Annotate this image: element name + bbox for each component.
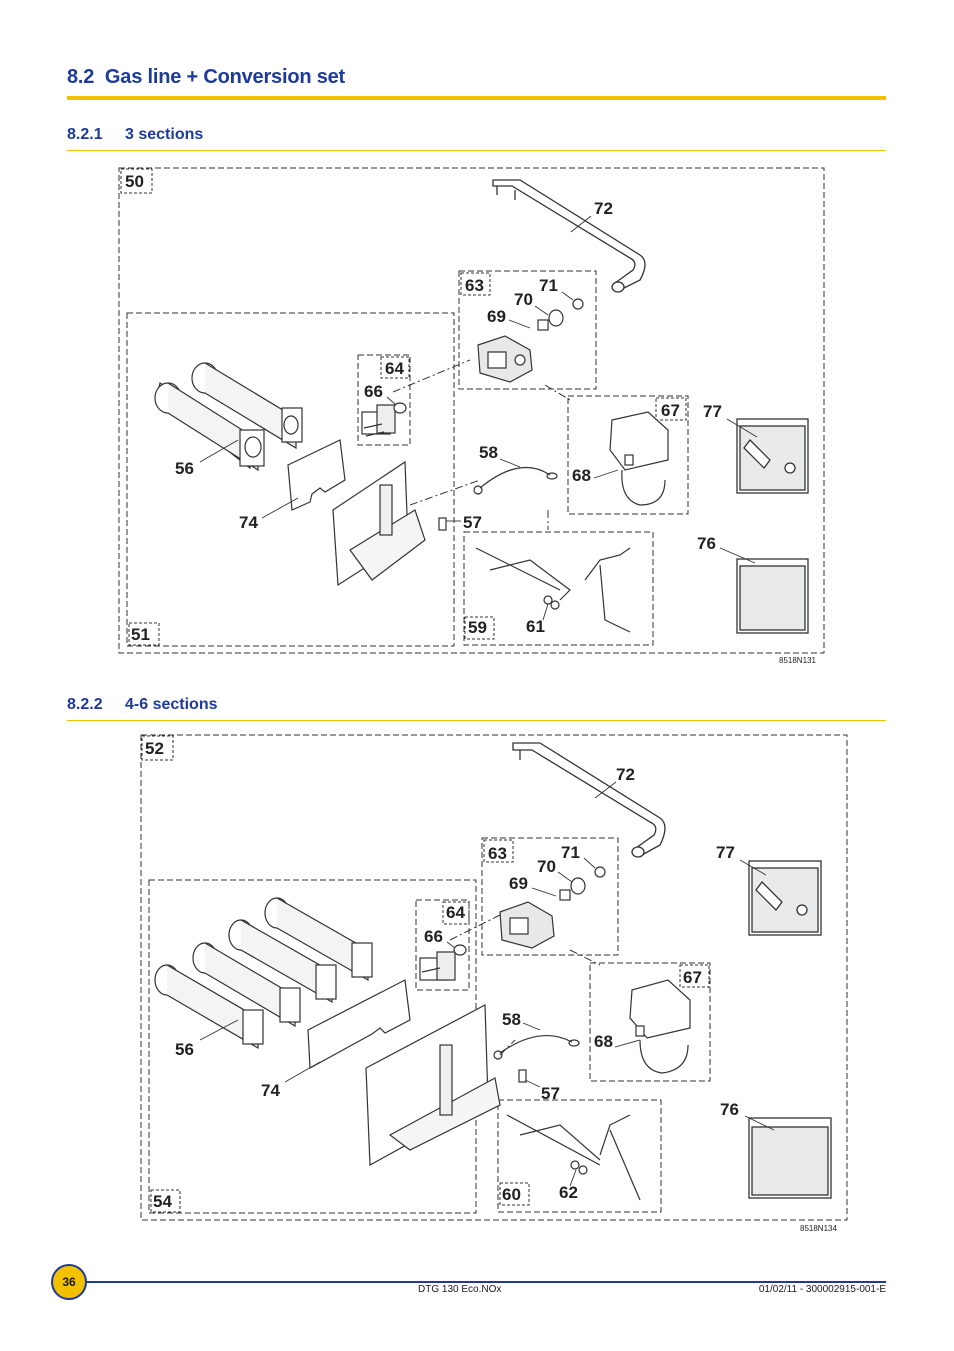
- label2-56: 56: [175, 1040, 194, 1059]
- footer-rule: [70, 1281, 886, 1283]
- label2-62: 62: [559, 1183, 578, 1202]
- label2-63: 63: [488, 844, 507, 863]
- label-71: 71: [539, 276, 558, 295]
- label-59: 59: [468, 618, 487, 637]
- label2-69: 69: [509, 874, 528, 893]
- section-heading: Gas line + Conversion set: [104, 66, 346, 88]
- section-rule: [67, 96, 886, 100]
- subsection-1-title: 8.2.1 3 sections: [67, 126, 203, 144]
- label2-70: 70: [537, 857, 556, 876]
- label-69: 69: [487, 307, 506, 326]
- label2-72: 72: [616, 765, 635, 784]
- label2-68: 68: [594, 1032, 613, 1051]
- section-number: 8.2: [67, 66, 95, 88]
- label-67: 67: [661, 401, 680, 420]
- label-57: 57: [463, 513, 482, 532]
- label-72: 72: [594, 199, 613, 218]
- label2-52: 52: [145, 739, 164, 758]
- label-74: 74: [239, 513, 258, 532]
- subsection-2-number: 8.2.2: [67, 696, 103, 713]
- label-64: 64: [385, 359, 404, 378]
- figure-2-reference: 8518N134: [800, 1224, 837, 1233]
- label-50: 50: [125, 172, 144, 191]
- label2-71: 71: [561, 843, 580, 862]
- label2-64: 64: [446, 903, 465, 922]
- label-56: 56: [175, 459, 194, 478]
- page-number: 36: [51, 1264, 87, 1300]
- label2-57: 57: [541, 1084, 560, 1103]
- section-title: 8.2 Gas line + Conversion set: [67, 66, 345, 89]
- label2-54: 54: [153, 1192, 172, 1211]
- label2-67: 67: [683, 968, 702, 987]
- subsection-1-number: 8.2.1: [67, 126, 103, 143]
- label2-77: 77: [716, 843, 735, 862]
- subsection-2-rule: [67, 720, 886, 721]
- label-66: 66: [364, 382, 383, 401]
- label2-66: 66: [424, 927, 443, 946]
- subsection-2-title: 8.2.2 4-6 sections: [67, 696, 217, 714]
- label-58: 58: [479, 443, 498, 462]
- label-51: 51: [131, 625, 150, 644]
- label-76: 76: [697, 534, 716, 553]
- subsection-1-heading: 3 sections: [125, 126, 204, 143]
- label-61: 61: [526, 617, 545, 636]
- label2-60: 60: [502, 1185, 521, 1204]
- label2-74: 74: [261, 1081, 280, 1100]
- subsection-2-heading: 4-6 sections: [125, 696, 218, 713]
- footer-document-id: 01/02/11 - 300002915-001-E: [758, 1284, 886, 1295]
- label-63: 63: [465, 276, 484, 295]
- label2-58: 58: [502, 1010, 521, 1029]
- label-77: 77: [703, 402, 722, 421]
- label2-76: 76: [720, 1100, 739, 1119]
- label-70: 70: [514, 290, 533, 309]
- label-68: 68: [572, 466, 591, 485]
- figure-1-reference: 8518N131: [779, 656, 816, 665]
- footer-product: DTG 130 Eco.NOx: [418, 1284, 502, 1295]
- subsection-1-rule: [67, 150, 886, 151]
